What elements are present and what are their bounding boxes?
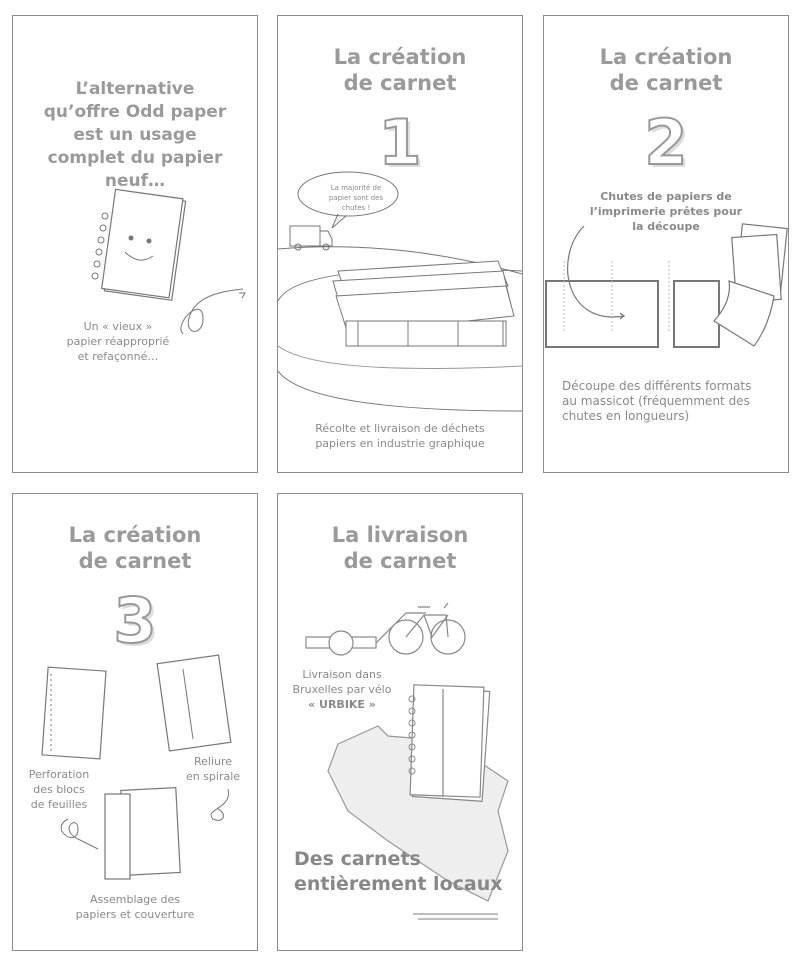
- smiling-notebook-illustration: [91, 188, 246, 335]
- panel-intro: L’alternative qu’offre Odd paper est un …: [12, 15, 258, 473]
- caption-line: papier réapproprié: [66, 335, 170, 348]
- delivery-label: Livraison dans Bruxelles par vélo « URBI…: [292, 667, 392, 712]
- step-number: 3: [112, 583, 157, 658]
- panel-title: La livraison de carnet: [278, 522, 522, 574]
- panel-step-3: La création de carnet 3 Perforation des …: [12, 493, 258, 951]
- label-line: Assemblage des: [90, 893, 180, 906]
- tagline-line: Des carnets: [294, 848, 421, 870]
- paper-cutting-illustration: [545, 223, 788, 348]
- tagline-line: entièrement locaux: [294, 873, 503, 895]
- caption-line: et refaçonné…: [77, 350, 159, 363]
- label-line: Bruxelles par vélo: [292, 683, 392, 696]
- note: Chutes de papiers de l’imprimerie prêtes…: [544, 189, 788, 234]
- title-line: La livraison: [331, 523, 469, 547]
- assemblage-label: Assemblage des papiers et couverture: [13, 892, 257, 922]
- title-line: La création: [599, 45, 733, 69]
- caption-line: papiers en industrie graphique: [315, 437, 485, 450]
- title-line: de carnet: [609, 71, 723, 95]
- step-number: 1: [377, 105, 422, 180]
- bike-belgium-map-illustration: [305, 602, 509, 920]
- bubble-line: chutes !: [341, 204, 371, 212]
- panel-step-1: La création de carnet 1 La majorité de p…: [277, 15, 523, 473]
- label-line: des blocs: [33, 783, 85, 796]
- caption: Un « vieux » papier réapproprié et refaç…: [53, 319, 183, 364]
- caption-line: Découpe des différents formats: [562, 379, 752, 393]
- panel-title: La création de carnet: [544, 44, 788, 96]
- tagline: Des carnets entièrement locaux: [294, 847, 503, 897]
- bubble-line: papier sont des: [328, 194, 384, 202]
- title-line: de carnet: [78, 549, 192, 573]
- caption-line: Récolte et livraison de déchets: [315, 422, 485, 435]
- caption: Découpe des différents formats au massic…: [562, 379, 782, 424]
- panel-title: La création de carnet: [13, 522, 257, 574]
- reliure-label: Reliure en spirale: [178, 754, 248, 784]
- title-line: de carnet: [343, 549, 457, 573]
- panel-delivery: La livraison de carnet Livraison dans Br…: [277, 493, 523, 951]
- title-line: de carnet: [343, 71, 457, 95]
- bubble-line: La majorité de: [330, 184, 382, 192]
- label-line: papiers et couverture: [75, 908, 195, 921]
- title-line: La création: [333, 45, 467, 69]
- label-line: Livraison dans: [302, 668, 382, 681]
- notebook-assembly-illustration: [41, 654, 232, 880]
- note-line: Chutes de papiers de: [600, 190, 732, 203]
- note-line: l’imprimerie prêtes pour: [589, 205, 743, 218]
- label-line: en spirale: [185, 770, 241, 783]
- caption-line: chutes en longueurs): [562, 409, 690, 423]
- caption: Récolte et livraison de déchets papiers …: [278, 421, 522, 451]
- label-line: Perforation: [28, 768, 90, 781]
- note-line: la découpe: [632, 220, 700, 233]
- label-line: Reliure: [193, 755, 233, 768]
- panel-title: La création de carnet: [278, 44, 522, 96]
- title-line: La création: [68, 523, 202, 547]
- step-number: 2: [643, 105, 688, 180]
- caption-line: au massicot (fréquemment des: [562, 394, 750, 408]
- label-line: « URBIKE »: [308, 698, 376, 711]
- label-line: de feuilles: [30, 798, 88, 811]
- caption-line: Un « vieux »: [83, 320, 153, 333]
- intro-text: L’alternative qu’offre Odd paper est un …: [43, 79, 227, 191]
- speech-bubble: La majorité de papier sont des chutes !: [316, 183, 396, 213]
- perforation-label: Perforation des blocs de feuilles: [19, 767, 99, 812]
- panel-step-2: La création de carnet 2 Chutes de papier…: [543, 15, 789, 473]
- paper-pallet-truck-illustration: [278, 171, 522, 412]
